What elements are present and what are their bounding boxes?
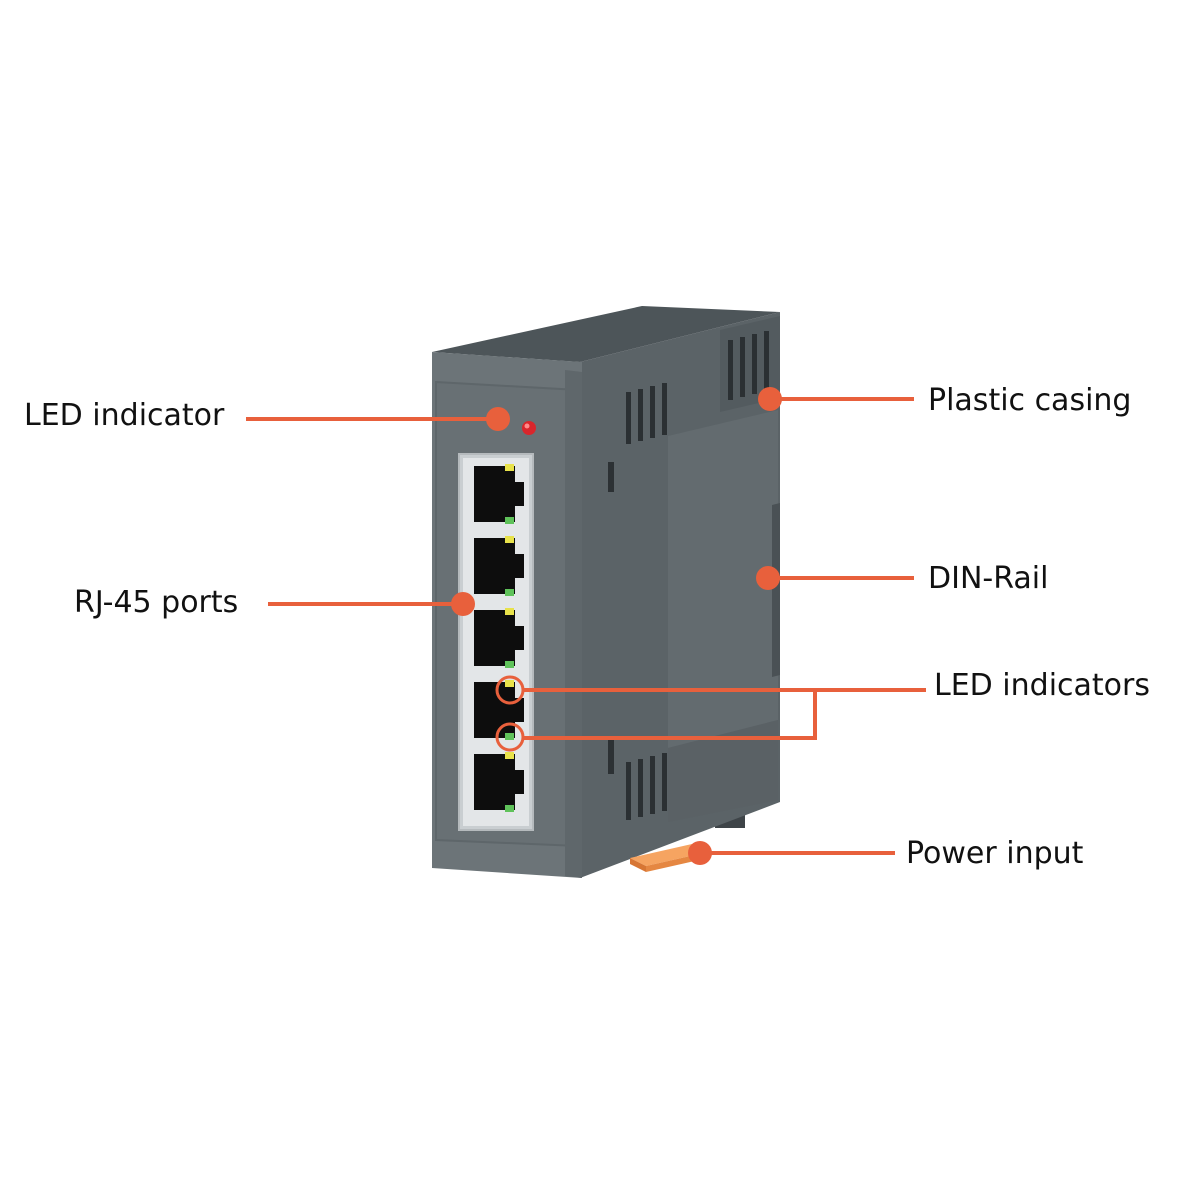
dot-led-indicator [486,407,510,431]
vent-slot [662,753,667,811]
rj45-port [474,536,524,596]
dot-power-input [688,841,712,865]
dot-din-rail [756,566,780,590]
port-led-yellow-icon [505,464,514,471]
vent-slot [740,337,745,397]
port-led-green-icon [505,517,514,524]
casing-vent-slots [626,331,769,820]
port-led-green-icon [505,661,514,668]
label-led-indicators: LED indicators [934,668,1150,703]
dot-rj45-ports [451,592,475,616]
leader-led-indicators-branch [524,690,817,740]
port-led-yellow-icon [505,536,514,543]
vent-slot [626,392,631,444]
rj45-socket-icon [474,538,524,594]
vent-slot [752,334,757,394]
port-led-green-icon [505,589,514,596]
rj45-socket-icon [474,466,524,522]
rj45-socket-icon [474,610,524,666]
vent-slot [626,762,631,820]
label-rj45-ports: RJ-45 ports [74,585,239,620]
vent-slot [650,756,655,814]
label-led-indicator: LED indicator [24,398,225,433]
dot-plastic-casing [758,387,782,411]
callout-leaders [246,397,926,855]
vent-slot [638,759,643,817]
port-led-yellow-icon [505,608,514,615]
label-din-rail: DIN-Rail [928,561,1049,596]
rj45-socket-icon [474,754,524,810]
callout-dots [451,387,782,865]
label-power-input: Power input [906,836,1084,871]
ring-led-green [495,722,525,752]
rj45-port [474,608,524,668]
vent-slot [650,386,655,438]
status-led-icon [522,421,536,435]
port-led-yellow-icon [505,752,514,759]
rj45-port [474,464,524,524]
port-led-green-icon [505,805,514,812]
rj45-port [474,752,524,812]
led-highlight-rings [495,675,525,752]
vent-slot [764,331,769,391]
vent-slot [662,383,667,435]
vent-slot [638,389,643,441]
port-led-green-icon [505,733,514,740]
ring-led-yellow [495,675,525,705]
label-plastic-casing: Plastic casing [928,383,1132,418]
vent-slot [728,340,733,400]
port-led-yellow-icon [505,680,514,687]
